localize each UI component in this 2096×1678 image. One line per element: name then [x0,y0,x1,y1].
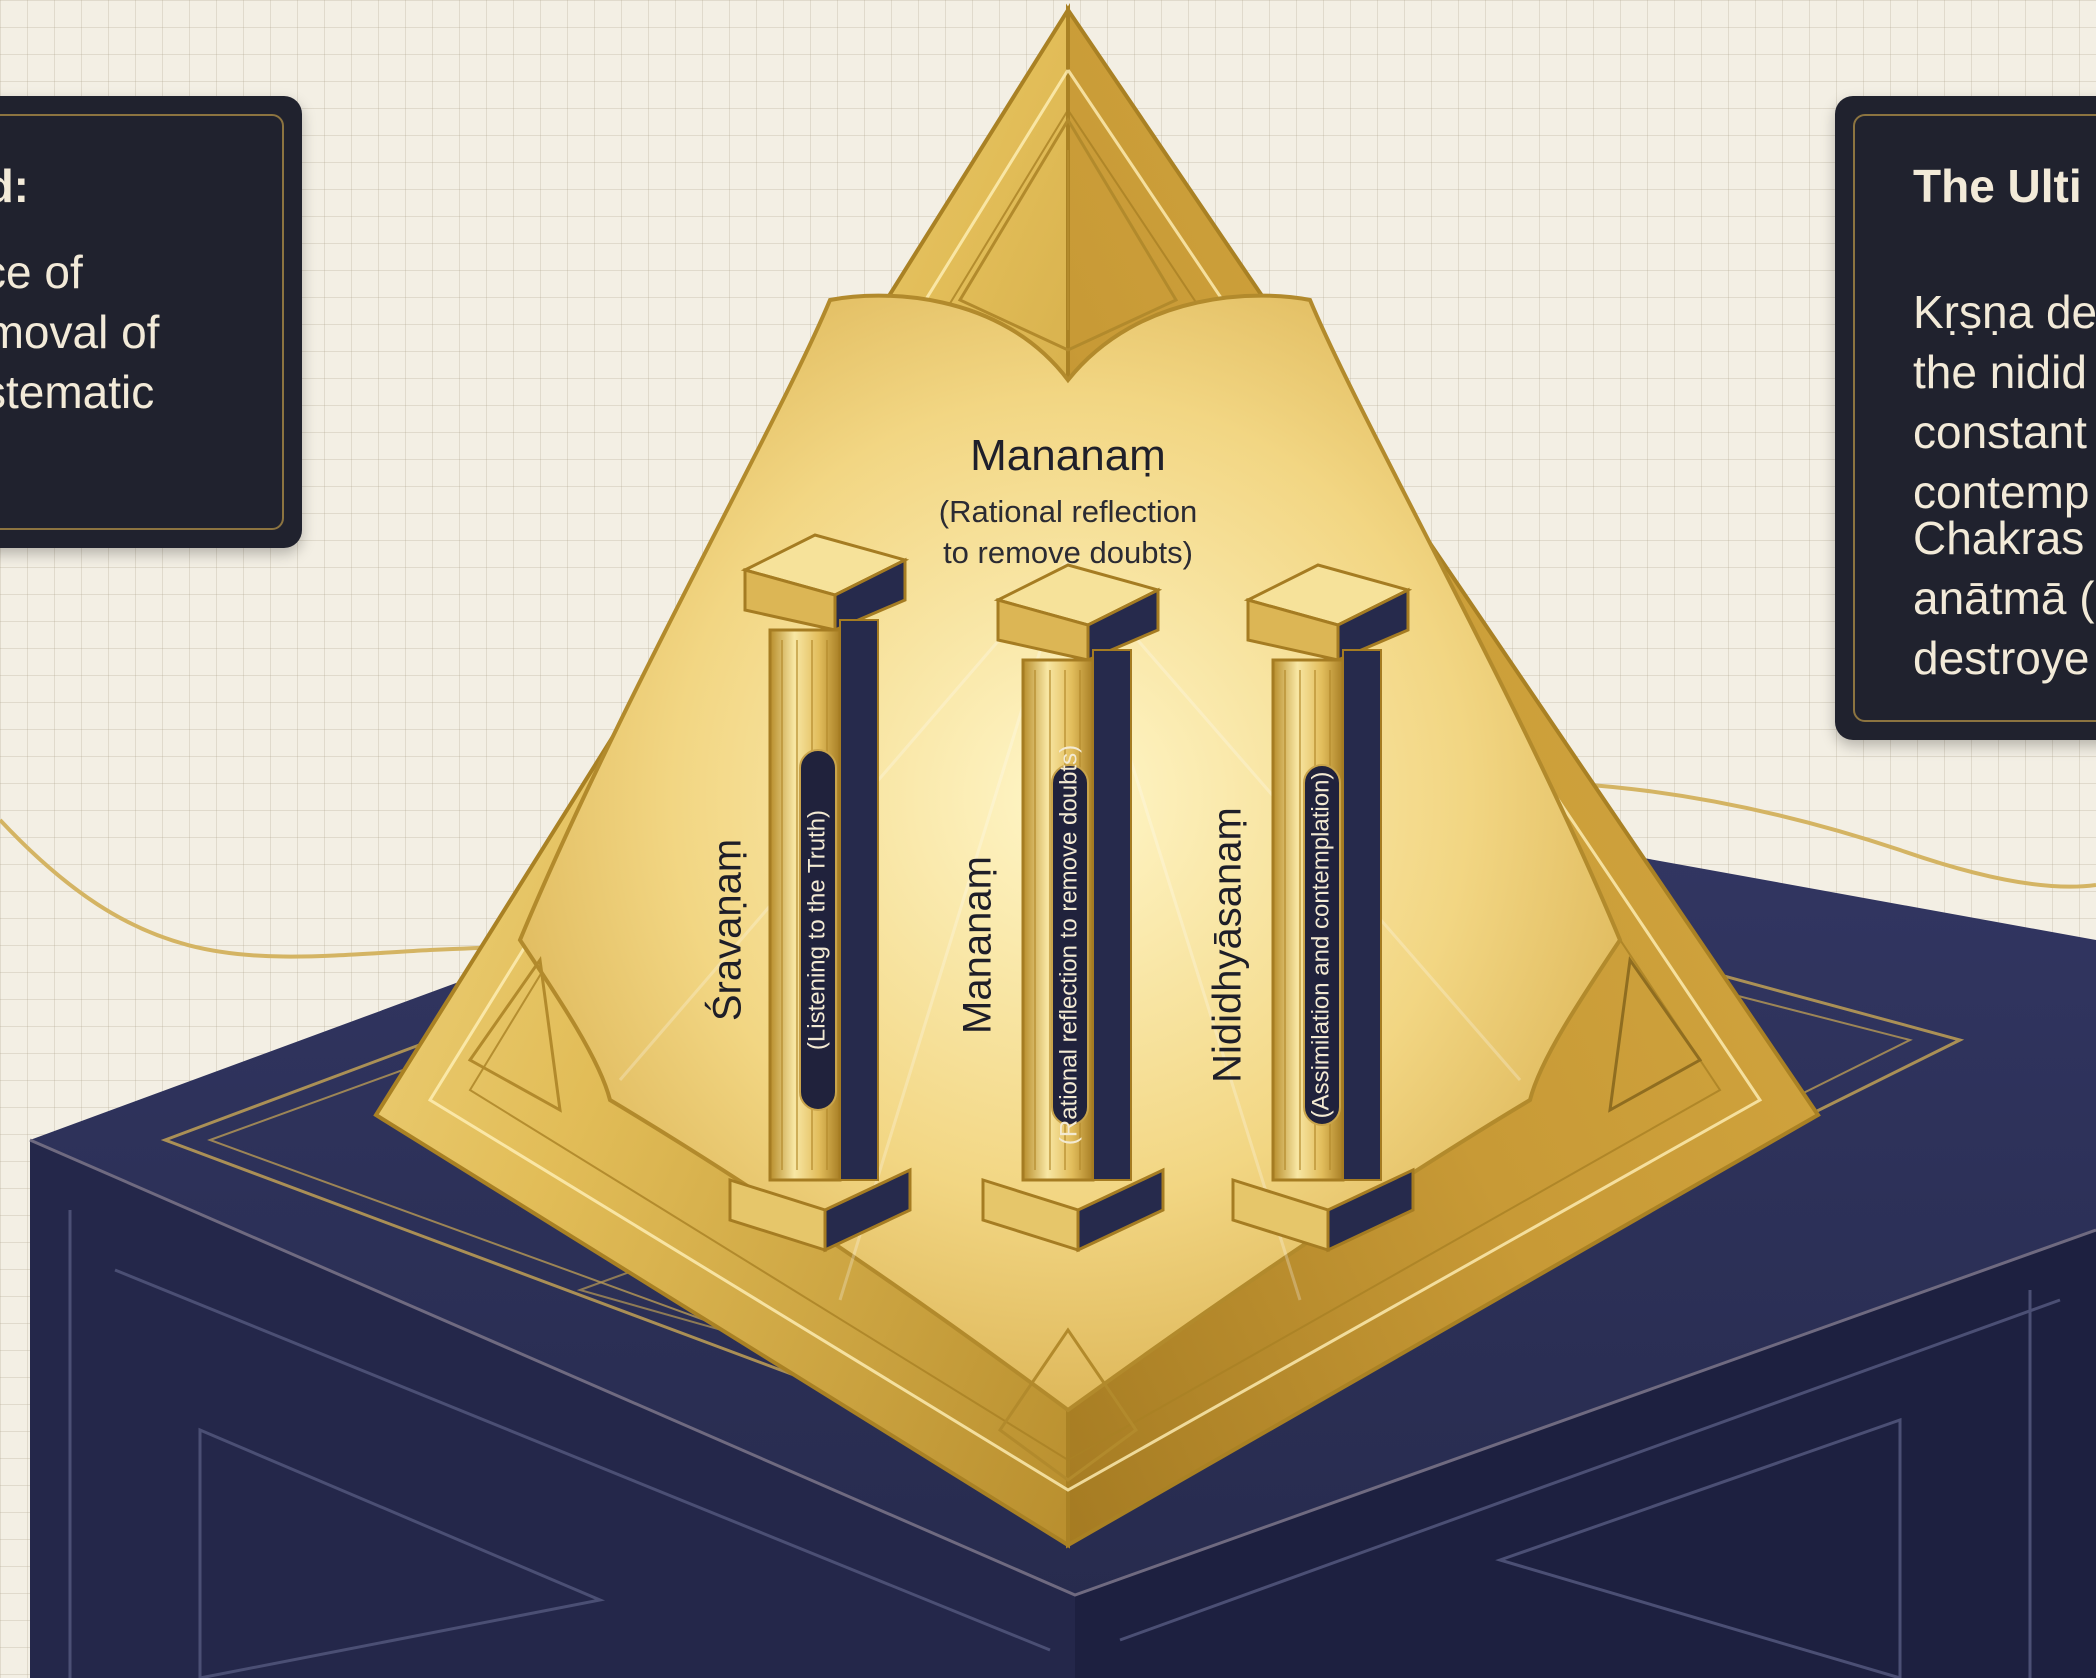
pillar-name: Nididhyāsanaṃ [1206,807,1250,1083]
panel-left-title: ed: [0,160,29,212]
pillar-caption: (Listening to the Truth) [803,810,830,1050]
pillar-1: (Listening to the Truth) Śravaṇaṃ [704,533,912,1253]
panel-right-body2: Chakras anātmā ( destroye [1913,512,2095,684]
pillar-name: Śravaṇaṃ [704,839,750,1021]
panel-frame [1853,114,2096,722]
info-panel-right: The Ulti Kṛṣṇa de the nidid constant con… [1835,96,2096,740]
pillar-2: (Rational reflection to remove doubts) Ma… [956,563,1165,1253]
apex-subtitle-line2: to remove doubts) [943,535,1193,570]
pillar-name: Mananaṃ [956,856,1000,1034]
panel-frame [0,114,284,530]
pillar-caption: (Rational reflection to remove doubts) [1055,745,1082,1145]
pillar-caption: (Assimilation and contemplation) [1307,772,1334,1119]
panel-left-body: tice of emoval of ystematic [0,246,160,418]
panel-right-title: The Ulti [1913,160,2082,212]
panel-right-body1: Kṛṣṇa de the nidid constant contemp [1913,286,2096,518]
apex-title: Mananaṃ [970,431,1166,480]
apex-subtitle-line1: (Rational reflection [939,494,1197,529]
pillar-3: (Assimilation and contemplation) Nididhyā… [1206,563,1415,1253]
info-panel-left: ed: tice of emoval of ystematic [0,96,302,548]
